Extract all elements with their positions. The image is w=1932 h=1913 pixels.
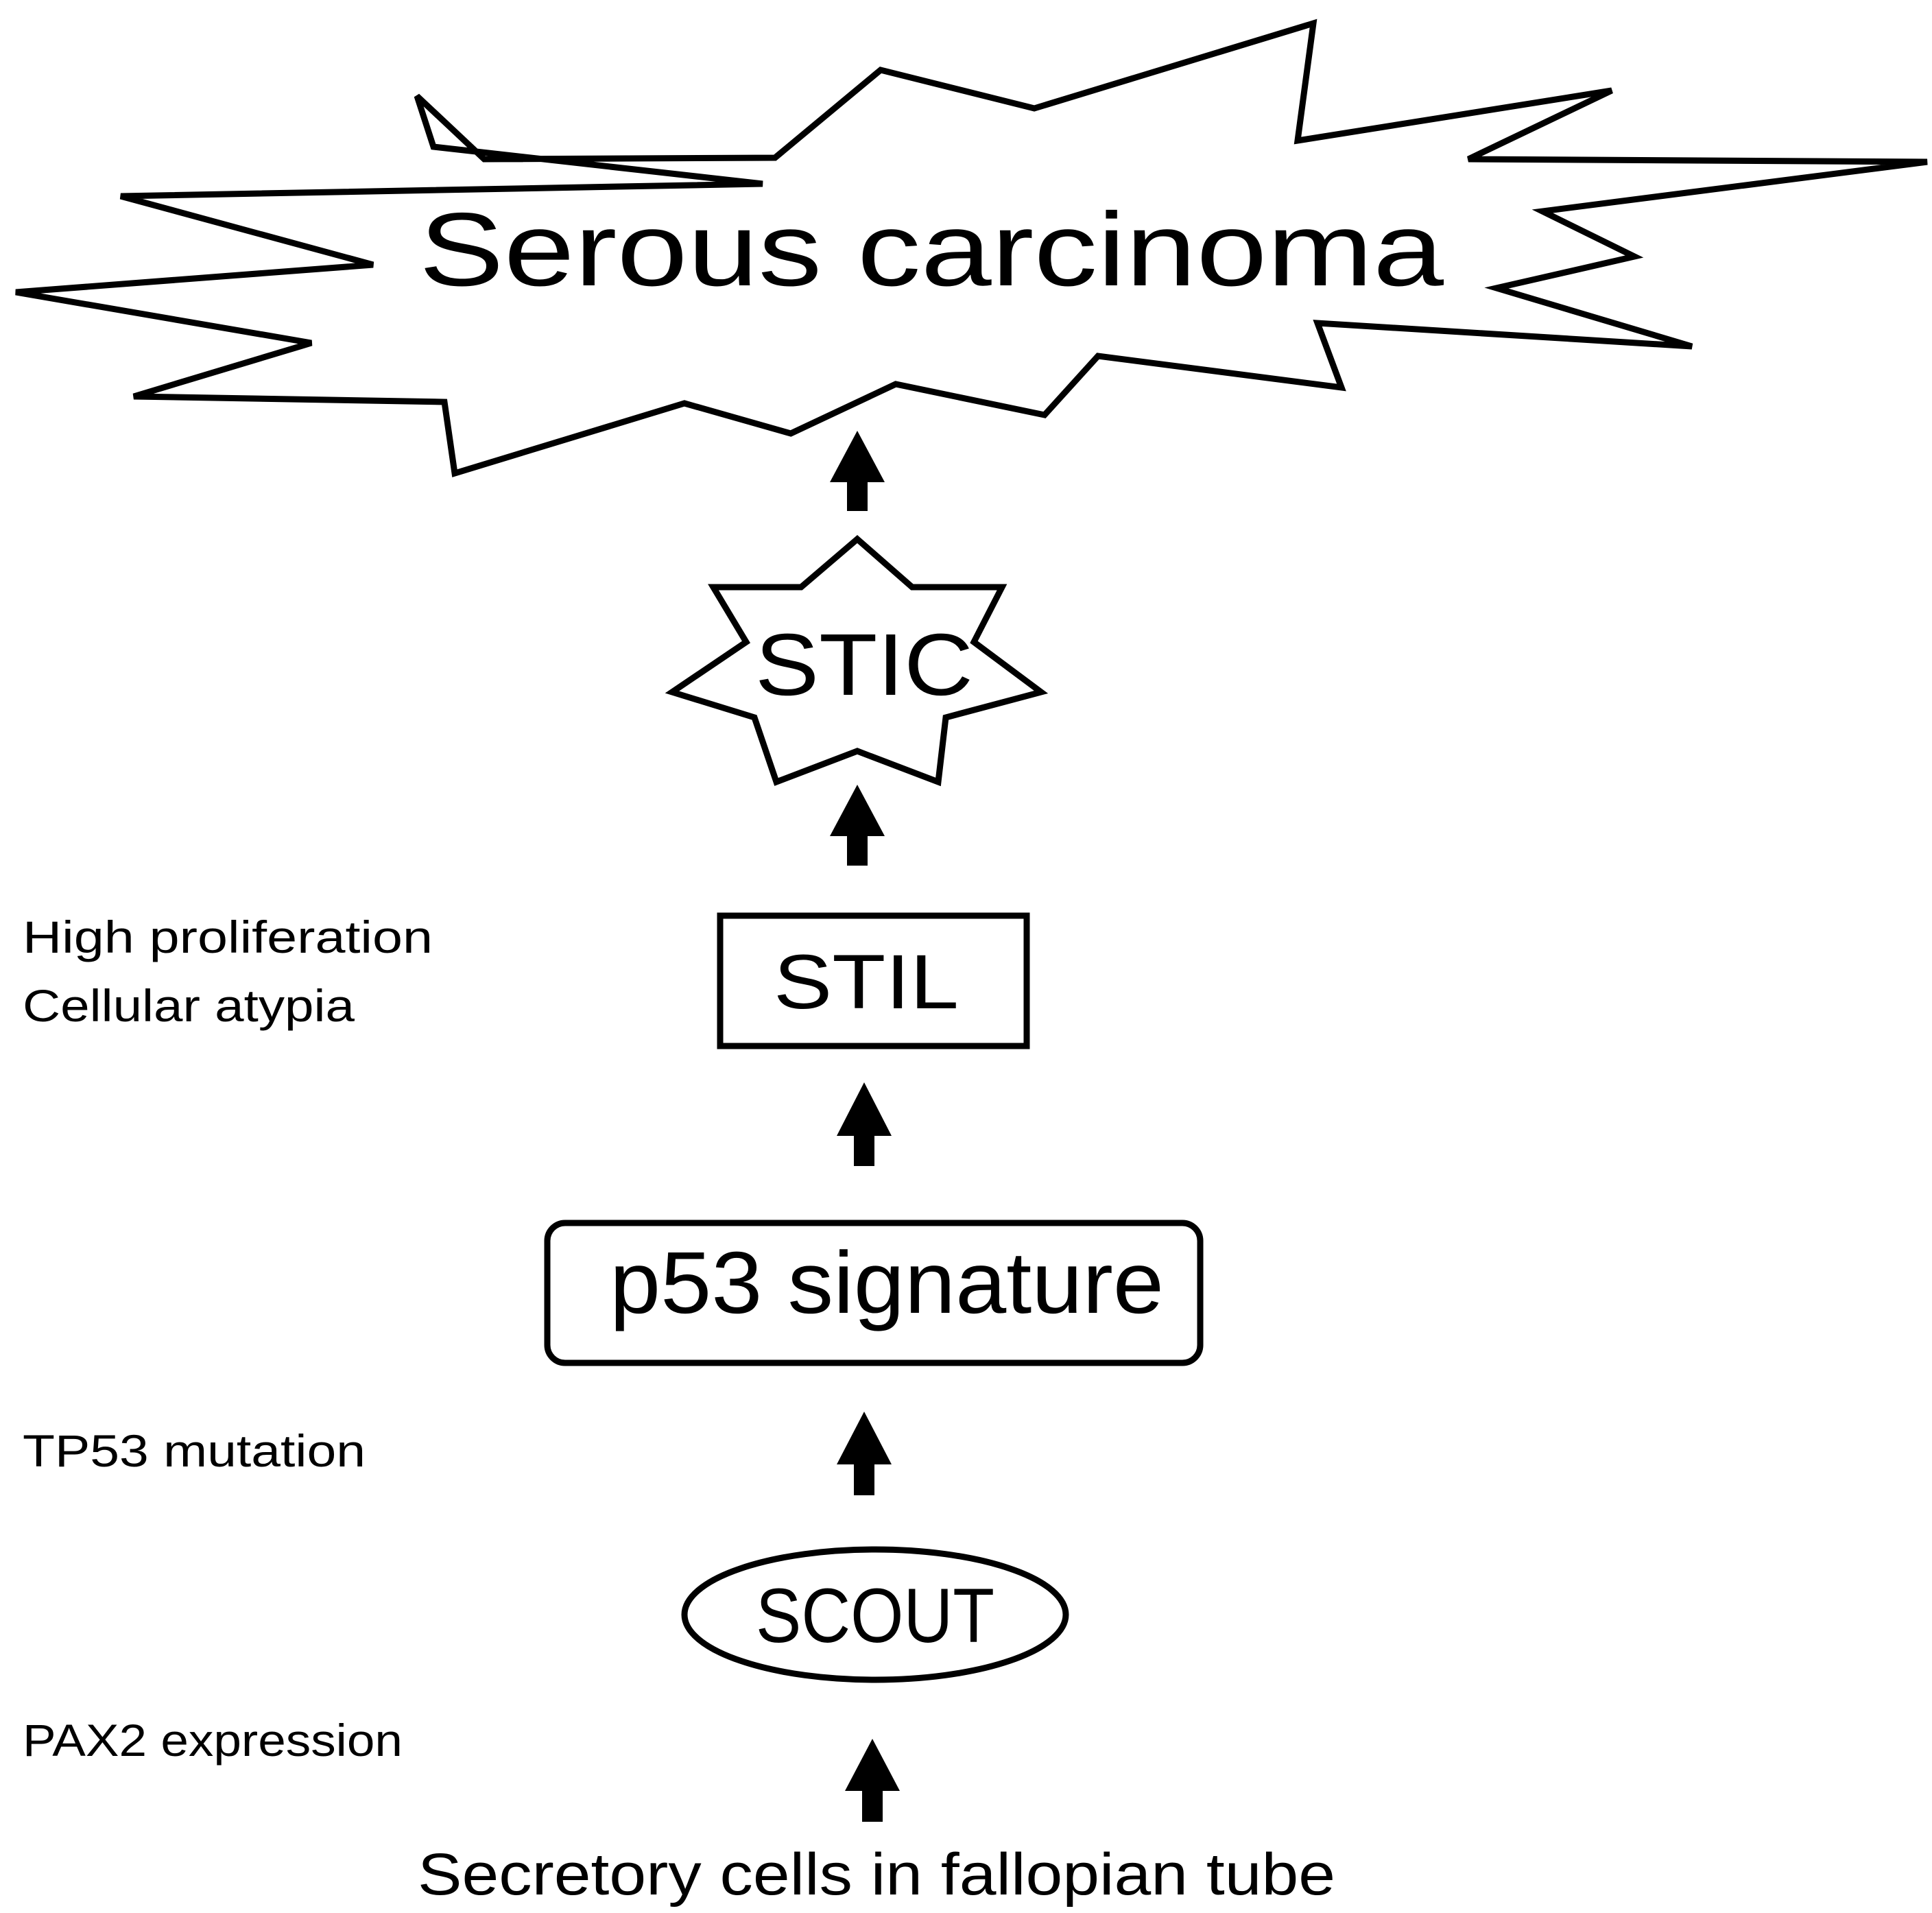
p53-signature-node: p53 signature	[544, 1220, 1204, 1366]
stil-node: STIL	[717, 912, 1030, 1049]
stil-label: STIL	[774, 939, 959, 1025]
up-arrow-icon	[830, 431, 885, 511]
rounded-rectangle-shape	[544, 1220, 1204, 1366]
p53-annotation-text: TP53 mutation	[23, 1425, 366, 1476]
up-arrow-icon	[845, 1739, 900, 1822]
star-shape	[665, 535, 1049, 787]
scout-node: SCOUT	[681, 1546, 1069, 1683]
ellipse-shape	[681, 1546, 1069, 1683]
scout-annotation-text: PAX2 expression	[23, 1715, 403, 1766]
serous-carcinoma-label: Serous carcinoma	[419, 191, 1444, 308]
p53-signature-label: p53 signature	[610, 1234, 1164, 1332]
stil-annotation-line-2: Cellular atypia	[23, 980, 355, 1031]
arrow-secretory-to-scout	[845, 1739, 900, 1822]
arrow-stic-to-carcinoma	[830, 431, 885, 511]
up-arrow-icon	[837, 1082, 892, 1166]
stil-annotation: High proliferation Cellular atypia	[23, 912, 433, 1031]
up-arrow-icon	[830, 785, 885, 866]
arrow-scout-to-p53	[837, 1412, 892, 1495]
stil-annotation-line-1: High proliferation	[23, 912, 433, 962]
up-arrow-icon	[837, 1412, 892, 1495]
p53-annotation: TP53 mutation	[23, 1425, 366, 1476]
explosion-shape	[15, 19, 1928, 477]
serous-carcinoma-node: Serous carcinoma	[15, 19, 1928, 477]
stic-label: STIC	[755, 616, 973, 714]
arrow-p53-to-stil	[837, 1082, 892, 1166]
rectangle-shape	[717, 912, 1030, 1049]
secretory-cells-label: Secretory cells in fallopian tube	[418, 1842, 1335, 1908]
secretory-cells-node: Secretory cells in fallopian tube	[418, 1842, 1335, 1908]
scout-label: SCOUT	[756, 1573, 994, 1659]
scout-annotation: PAX2 expression	[23, 1715, 403, 1766]
stic-node: STIC	[665, 535, 1049, 787]
arrow-stil-to-stic	[830, 785, 885, 866]
